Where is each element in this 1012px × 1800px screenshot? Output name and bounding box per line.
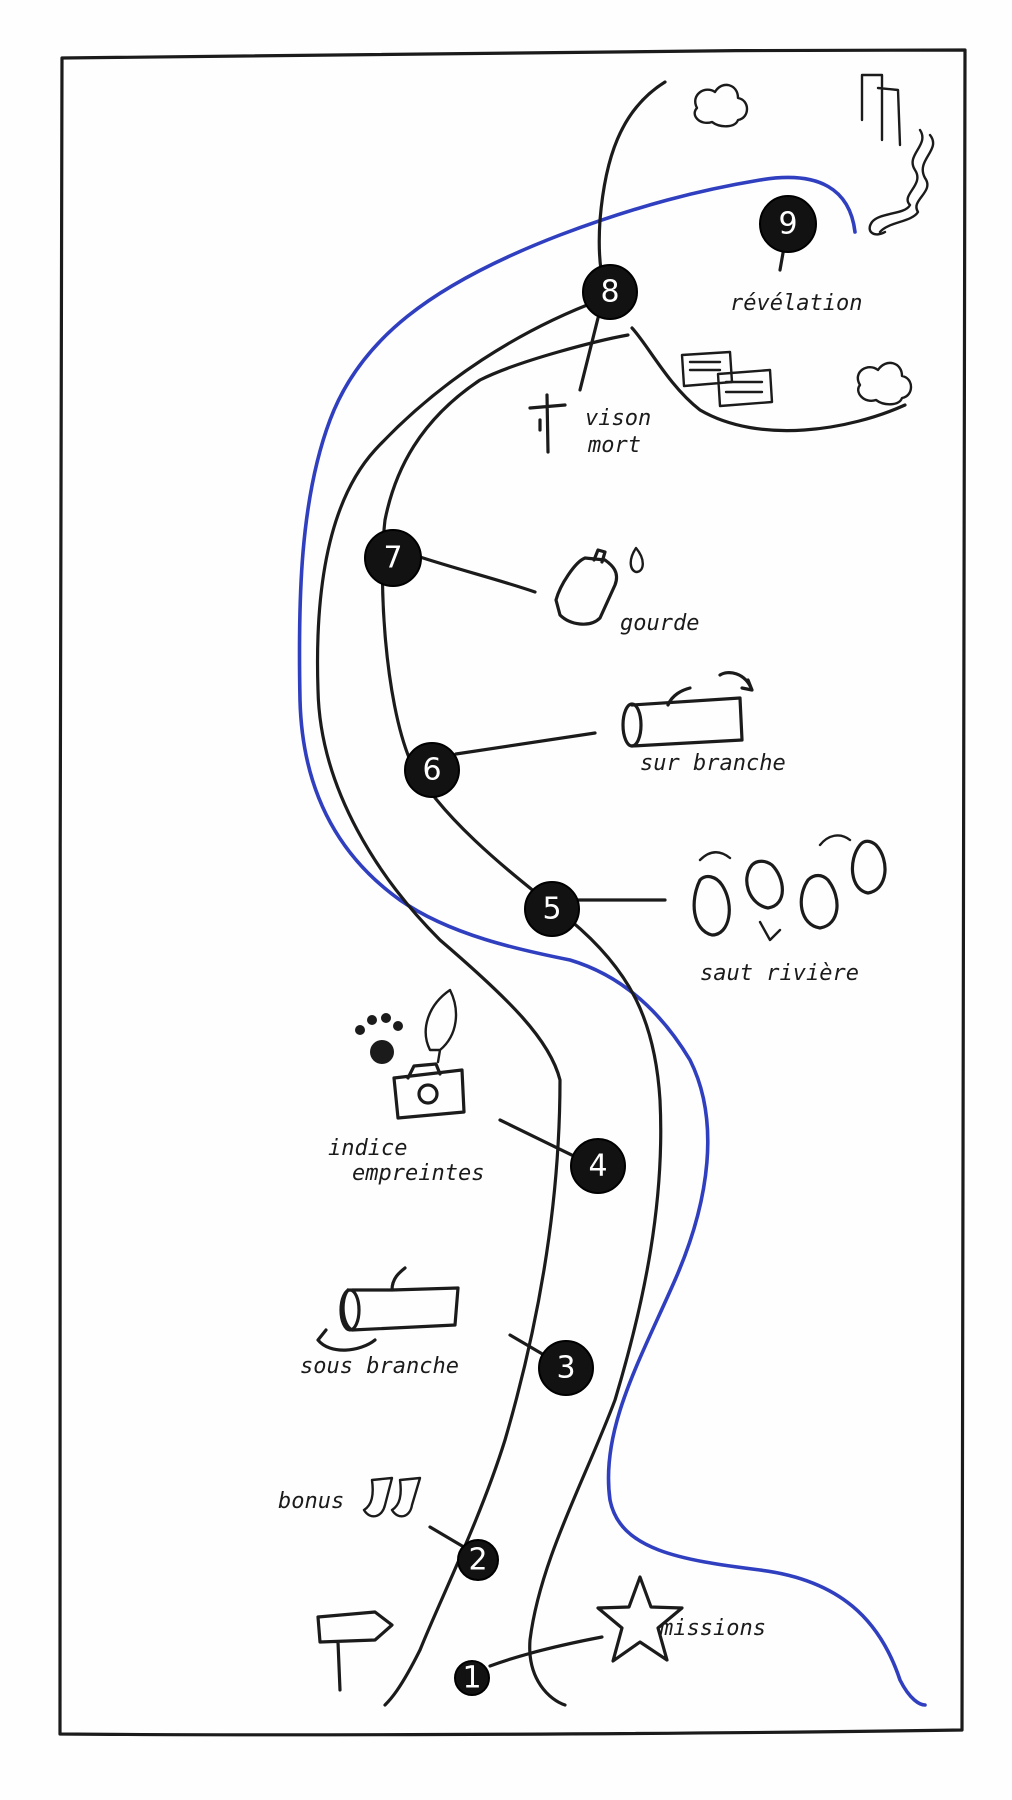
stop-number: 7 xyxy=(383,541,402,576)
stop-number: 9 xyxy=(778,207,797,242)
stop-number: 6 xyxy=(422,753,441,788)
camera-lens xyxy=(417,1083,439,1105)
leader-line-7 xyxy=(418,555,537,594)
label-saut-riviere: saut rivière xyxy=(700,961,859,986)
log-end xyxy=(339,1288,361,1332)
stop-2[interactable]: 2 xyxy=(457,1539,499,1581)
cross-icon xyxy=(528,393,567,454)
stop-5[interactable]: 5 xyxy=(524,881,580,937)
stop-8[interactable]: 8 xyxy=(582,264,638,320)
meadow-boundary xyxy=(630,326,907,433)
label-bonus: bonus xyxy=(278,1489,344,1514)
label-sous-branche: sous branche xyxy=(300,1354,459,1379)
stop-3[interactable]: 3 xyxy=(538,1340,594,1396)
wavy-line-icon xyxy=(878,133,935,234)
trail-north-branch xyxy=(597,80,667,287)
stop-number: 1 xyxy=(462,1661,481,1696)
tracks-icon xyxy=(362,1476,422,1518)
stop-number: 8 xyxy=(600,275,619,310)
label-gourde: gourde xyxy=(620,611,699,636)
stop-number: 4 xyxy=(588,1149,607,1184)
label-missions: missions xyxy=(659,1616,766,1641)
trail-right-edge xyxy=(380,333,663,1707)
tree-icon xyxy=(856,361,913,406)
paw-print-icon xyxy=(355,1013,403,1064)
leader-line-1 xyxy=(488,1635,604,1668)
log-over-icon xyxy=(630,671,754,748)
signpost-icon xyxy=(316,1610,394,1692)
leader-line-4 xyxy=(498,1118,588,1164)
stop-7[interactable]: 7 xyxy=(364,529,422,587)
log-end xyxy=(621,702,643,748)
label-revelation: révélation xyxy=(730,291,862,316)
stepping-stones-icon xyxy=(692,834,887,942)
stop-number: 5 xyxy=(542,892,561,927)
tree-icon xyxy=(693,83,749,128)
stop-number: 3 xyxy=(556,1351,575,1386)
leader-line-8 xyxy=(578,316,600,392)
houses-detail xyxy=(688,360,764,394)
stop-4[interactable]: 4 xyxy=(570,1138,626,1194)
stop-number: 2 xyxy=(468,1543,487,1578)
bottle-icon xyxy=(554,548,619,626)
building-icon xyxy=(860,73,902,147)
label-sur-branche: sur branche xyxy=(640,751,786,776)
drop-icon xyxy=(629,546,644,574)
stop-9[interactable]: 9 xyxy=(759,195,817,253)
label-indice: indice xyxy=(328,1136,407,1161)
map-border xyxy=(58,48,968,1737)
camera-icon xyxy=(392,1062,466,1120)
trail-left-edge xyxy=(315,298,602,1707)
label-empreintes: empreintes xyxy=(352,1161,484,1186)
houses-icon xyxy=(680,350,774,408)
leaf-icon xyxy=(424,988,458,1064)
log-under-icon xyxy=(316,1266,460,1352)
wavy-line-icon xyxy=(868,128,924,236)
leader-line-6 xyxy=(454,731,597,756)
label-mort: mort xyxy=(587,433,641,458)
river-line xyxy=(297,175,927,1707)
stop-1[interactable]: 1 xyxy=(454,1660,490,1696)
label-vison: vison xyxy=(585,406,651,431)
star-icon xyxy=(596,1575,684,1663)
stop-6[interactable]: 6 xyxy=(404,742,460,798)
